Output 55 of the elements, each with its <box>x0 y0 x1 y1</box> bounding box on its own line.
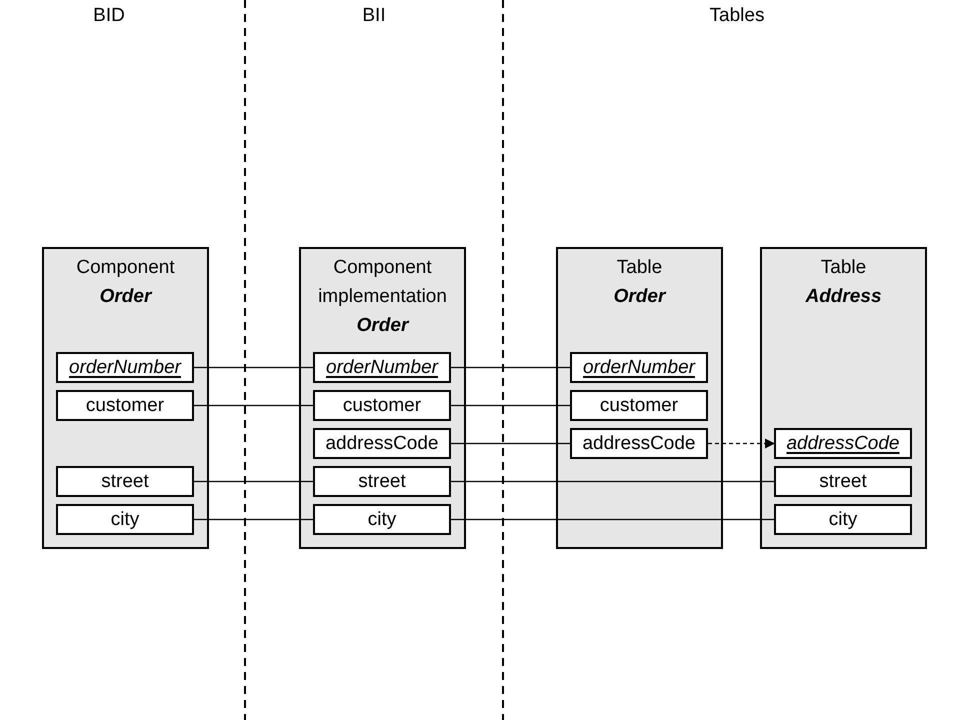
field-name: street <box>358 470 406 492</box>
panel-title: Table <box>616 256 664 280</box>
connector-line <box>194 518 313 520</box>
entity-panel <box>760 247 927 549</box>
column-heading: BII <box>362 5 386 27</box>
entity-name: Address <box>804 285 883 309</box>
key-field <box>56 352 194 383</box>
attribute-field <box>56 390 194 421</box>
connector-line <box>451 442 570 444</box>
field-name: orderNumber <box>326 356 438 378</box>
panel-title: Table <box>820 256 868 280</box>
connector-line <box>451 518 774 520</box>
connector-line <box>451 404 570 406</box>
connector-line <box>451 366 570 368</box>
attribute-field <box>313 390 451 421</box>
field-name: addressCode <box>325 432 439 454</box>
attribute-field <box>774 504 912 535</box>
entity-name: Order <box>612 285 668 309</box>
entity-panel <box>42 247 209 549</box>
column-heading: Tables <box>710 5 764 27</box>
arrow <box>708 438 775 448</box>
field-name: orderNumber <box>69 356 181 378</box>
entity-panel <box>556 247 723 549</box>
entity-name: Order <box>98 285 154 309</box>
field-name: customer <box>600 394 678 416</box>
field-name: city <box>368 508 396 530</box>
connector-line <box>194 366 313 368</box>
field-name: addressCode <box>582 432 696 454</box>
panel-title: Component implementation <box>317 256 448 309</box>
connector-line <box>451 480 774 482</box>
key-field <box>774 428 912 459</box>
connector-line <box>194 404 313 406</box>
attribute-field <box>56 504 194 535</box>
field-name: customer <box>342 394 422 416</box>
field-name: city <box>110 508 140 530</box>
attribute-field <box>313 504 451 535</box>
attribute-field <box>313 466 451 497</box>
field-name: addressCode <box>786 432 900 454</box>
attribute-field <box>313 428 451 459</box>
field-name: street <box>819 470 867 492</box>
entity-name: Order <box>356 314 410 338</box>
key-field <box>570 352 708 383</box>
column-heading: BID <box>93 5 125 27</box>
panel-title: Component <box>75 256 176 280</box>
field-name: customer <box>86 394 164 416</box>
key-field <box>313 352 451 383</box>
attribute-field <box>774 466 912 497</box>
attribute-field <box>570 390 708 421</box>
attribute-field <box>570 428 708 459</box>
attribute-field <box>56 466 194 497</box>
connector-line <box>194 480 313 482</box>
field-name: orderNumber <box>583 356 695 378</box>
field-name: city <box>828 508 858 530</box>
entity-panel <box>299 247 466 549</box>
field-name: street <box>101 470 149 492</box>
